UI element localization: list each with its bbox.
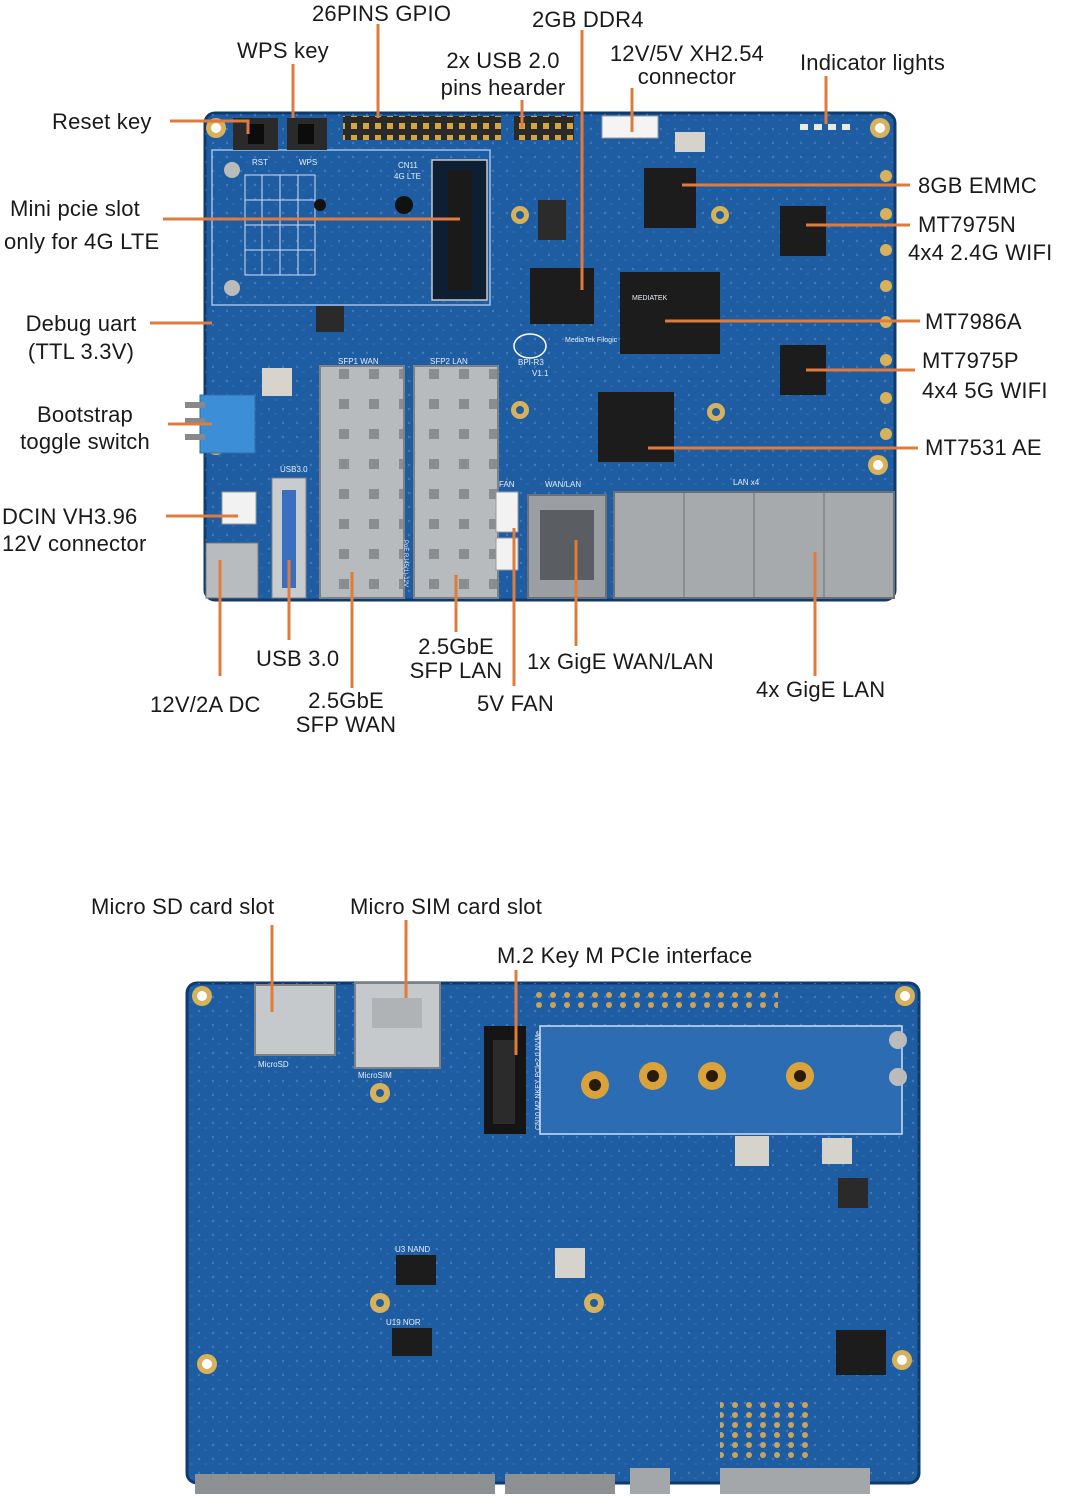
indicator-leds xyxy=(800,124,850,130)
usb2-pin-header xyxy=(514,116,574,140)
label-indicator-lights: Indicator lights xyxy=(800,50,946,75)
top-callout-lines xyxy=(150,24,920,688)
silk-bpi: BPI-R3 xyxy=(518,358,544,367)
silk-rst: RST xyxy=(252,158,268,167)
label-bootstrap-line2: toggle switch xyxy=(20,429,150,454)
label-debug-line2: (TTL 3.3V) xyxy=(27,339,135,364)
silk-sfp1: SFP1 WAN xyxy=(338,357,379,366)
dc-barrel-jack xyxy=(205,542,259,599)
label-gpio: 26PINS GPIO xyxy=(312,1,452,26)
bottom-pcb xyxy=(185,981,921,1494)
label-wps-key: WPS key xyxy=(237,38,329,63)
bottom-silkscreen: MicroSD MicroSIM U3 NAND U19 NOR CN10 M2… xyxy=(258,1031,542,1327)
label-sfpwan-line1: 2.5GbE xyxy=(308,688,384,713)
label-mt7975p-line1: MT7975P xyxy=(922,348,1019,373)
label-debug-line1: Debug uart xyxy=(25,311,137,336)
nand-chip xyxy=(396,1255,436,1285)
silk-nand: U3 NAND xyxy=(395,1245,430,1254)
label-sfpwan-line2: SFP WAN xyxy=(295,712,397,737)
label-dc-jack: 12V/2A DC xyxy=(150,692,261,717)
gpio-header xyxy=(343,116,501,140)
label-minipcie-line2: only for 4G LTE xyxy=(4,229,160,254)
silk-fan: FAN xyxy=(499,480,515,489)
silk-microsim: MicroSIM xyxy=(358,1071,392,1080)
label-ddr4: 2GB DDR4 xyxy=(532,7,644,32)
label-mt7975p-line2: 4x4 5G WIFI xyxy=(922,378,1048,403)
top-silkscreen: RST WPS CN11 4G LTE SFP1 WAN SFP2 LAN US… xyxy=(252,158,760,587)
fan-connector xyxy=(495,491,519,533)
label-sfp-wan: 2.5GbE SFP WAN xyxy=(288,689,404,737)
label-bootstrap-line1: Bootstrap xyxy=(37,402,133,427)
label-bootstrap: Bootstrap toggle switch xyxy=(8,401,162,455)
silk-usb30: USB3.0 xyxy=(280,465,308,474)
top-pcb xyxy=(185,111,897,602)
silk-wps: WPS xyxy=(299,158,317,167)
label-micro-sim: Micro SIM card slot xyxy=(350,894,543,919)
xh-connector xyxy=(601,115,659,139)
label-sfplan-line1: 2.5GbE xyxy=(418,634,494,659)
emmc-chip xyxy=(644,168,696,228)
label-minipcie-line1: Mini pcie slot xyxy=(10,196,140,221)
label-debug-uart: Debug uart (TTL 3.3V) xyxy=(10,310,152,366)
antenna-pads xyxy=(880,170,892,440)
silk-ver: V1.1 xyxy=(532,369,549,378)
nor-chip xyxy=(392,1328,432,1356)
label-micro-sd: Micro SD card slot xyxy=(91,894,275,919)
mt7975n-chip xyxy=(780,206,826,256)
silk-lte: 4G LTE xyxy=(394,172,421,181)
sfp-lan-cage xyxy=(413,365,499,599)
label-sfp-lan: 2.5GbE SFP LAN xyxy=(398,635,514,683)
label-reset-key: Reset key xyxy=(52,109,152,134)
silk-nor: U19 NOR xyxy=(386,1318,421,1327)
label-mt7975n-line2: 4x4 2.4G WIFI xyxy=(908,240,1053,265)
micro-sd-slot xyxy=(254,984,336,1056)
label-xh-connector: 12V/5V XH2.54 connector xyxy=(597,42,777,88)
dcin-connector xyxy=(221,491,257,525)
label-m2-interface: M.2 Key M PCIe interface xyxy=(497,943,753,968)
label-usb3: USB 3.0 xyxy=(256,646,340,671)
silk-wanlan: WAN/LAN xyxy=(545,480,581,489)
silk-lanx4: LAN x4 xyxy=(733,478,760,487)
label-mt7975p: MT7975P 4x4 5G WIFI xyxy=(922,346,1048,406)
label-fan: 5V FAN xyxy=(477,691,555,716)
label-xh-line1: 12V/5V XH2.54 xyxy=(609,41,765,66)
label-dcin-line2: 12V connector xyxy=(2,531,147,556)
sfp-wan-cage xyxy=(319,365,405,599)
label-minipcie: Mini pcie slot only for 4G LTE xyxy=(4,192,159,258)
bottom-mounting-holes xyxy=(192,986,915,1374)
silk-sfp2: SFP2 LAN xyxy=(430,357,468,366)
label-usb2-line1: 2x USB 2.0 xyxy=(446,48,560,73)
mt7531-chip xyxy=(598,392,674,462)
label-mt7975n: MT7975N 4x4 2.4G WIFI xyxy=(908,211,1052,267)
ddr4-chip xyxy=(530,268,594,324)
label-dcin: DCIN VH3.96 12V connector xyxy=(2,503,146,557)
label-mt7986a: MT7986A xyxy=(925,309,1022,334)
silk-cn11: CN11 xyxy=(398,161,418,170)
silk-microsd: MicroSD xyxy=(258,1060,289,1069)
label-gige-wan-lan: 1x GigE WAN/LAN xyxy=(527,649,714,674)
mt7986a-chip xyxy=(620,272,720,354)
silk-cn10: CN10 M2 NKEY PCIe2.0 NVMe xyxy=(535,1031,542,1130)
label-xh-line2: connector xyxy=(637,64,737,89)
label-dcin-line1: DCIN VH3.96 xyxy=(2,504,138,529)
silk-sfp-note: PoE RJ45(1)-12V xyxy=(402,540,408,587)
silk-chip: MEDIATEK xyxy=(632,295,668,302)
label-mt7975n-line1: MT7975N xyxy=(918,212,1016,237)
silk-mtk: MediaTek Filogic xyxy=(565,337,618,344)
label-gige-lan: 4x GigE LAN xyxy=(756,677,886,702)
label-sfplan-line2: SFP LAN xyxy=(409,658,503,683)
label-mt7531: MT7531 AE xyxy=(925,435,1042,460)
label-usb2-header: 2x USB 2.0 pins hearder xyxy=(428,47,578,101)
label-emmc: 8GB EMMC xyxy=(918,173,1037,198)
bottom-callout-lines xyxy=(270,920,518,1055)
label-usb2-line2: pins hearder xyxy=(440,75,566,100)
